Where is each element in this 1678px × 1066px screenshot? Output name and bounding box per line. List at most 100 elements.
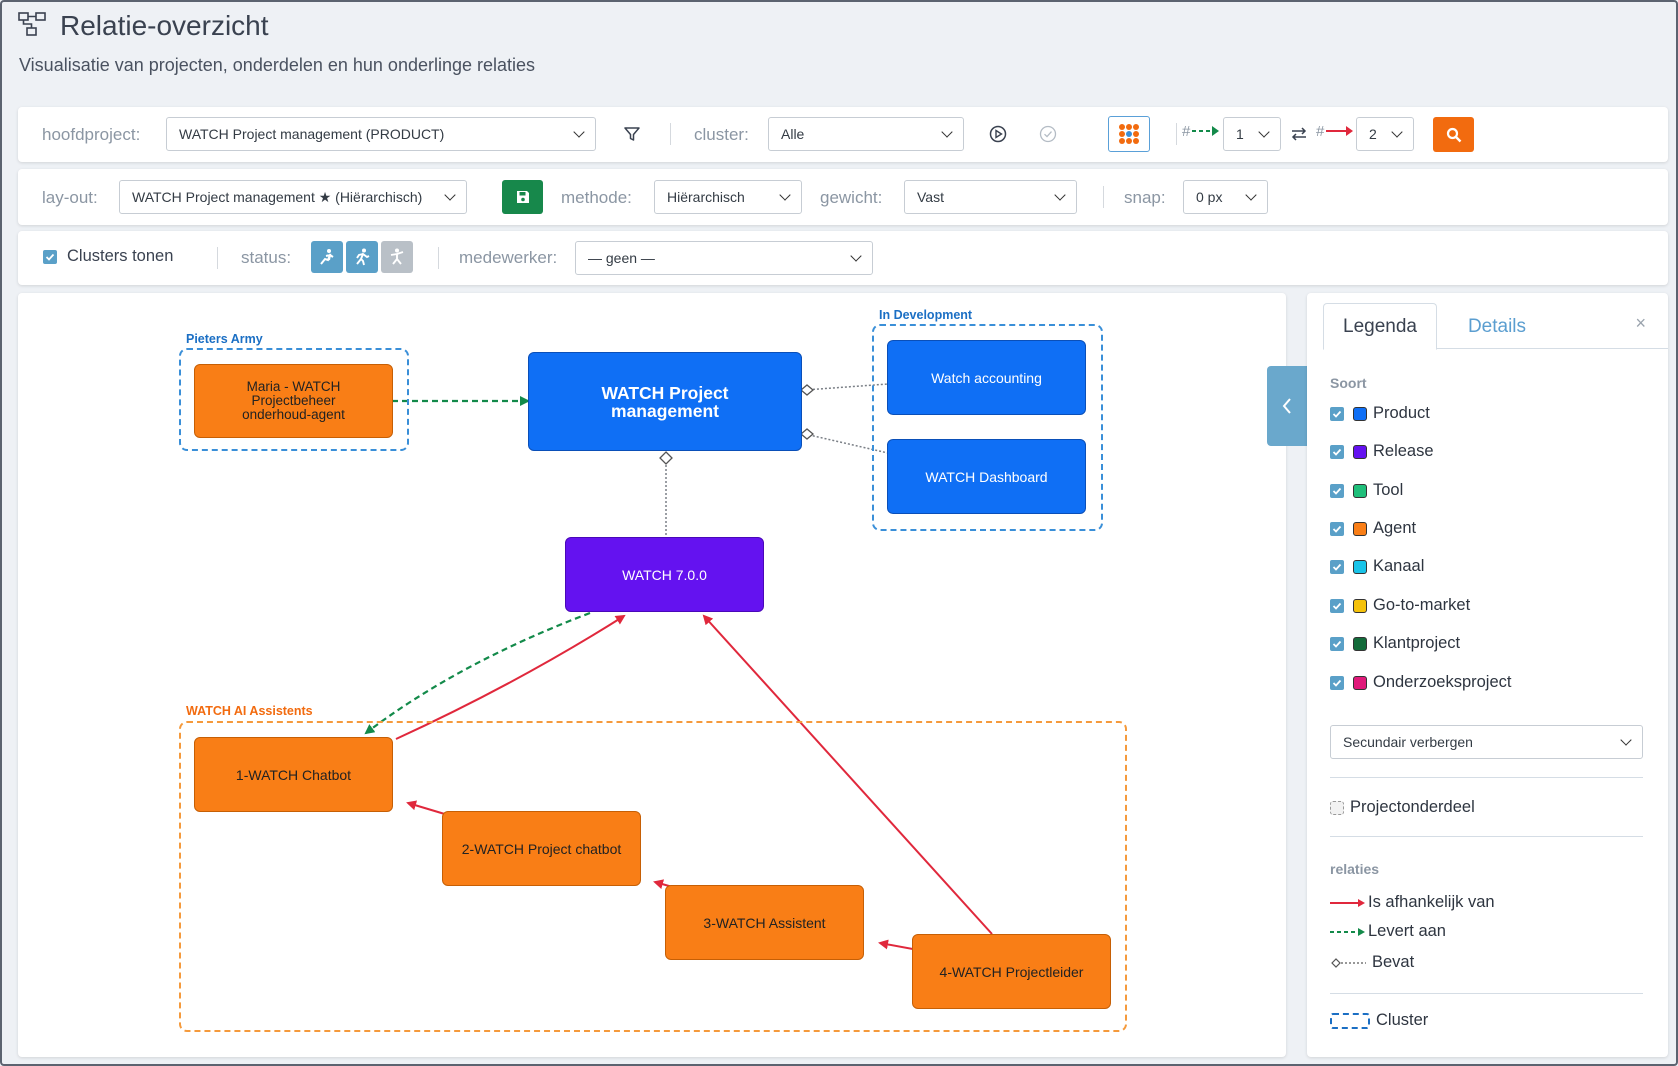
legend-checkbox[interactable]: [1330, 406, 1344, 421]
chevron-down-icon: [573, 126, 585, 138]
save-layout-button[interactable]: [502, 180, 543, 214]
medewerker-select[interactable]: — geen —: [575, 241, 873, 275]
node-watch-700-release[interactable]: WATCH 7.0.0: [565, 537, 764, 612]
checkmark-icon: [1332, 410, 1342, 418]
node-watch-chatbot[interactable]: 1-WATCH Chatbot: [194, 737, 393, 812]
legend-checkbox[interactable]: [1330, 444, 1344, 459]
legend-rel-levert: Levert aan: [1330, 922, 1446, 941]
play-circle-icon[interactable]: [988, 124, 1008, 144]
graph-canvas[interactable]: Pieters Army In Development WATCH AI Ass…: [18, 293, 1286, 1057]
gewicht-label: gewicht:: [820, 188, 883, 207]
node-watch-project-chatbot[interactable]: 2-WATCH Project chatbot: [442, 811, 641, 886]
chevron-down-icon: [1054, 189, 1066, 201]
cluster-ai-assistents[interactable]: [179, 721, 1127, 1032]
legend-item-tool[interactable]: Tool: [1330, 481, 1403, 500]
legend-cluster: Cluster: [1330, 1011, 1428, 1030]
legend-item-go-to-market[interactable]: Go-to-market: [1330, 596, 1470, 615]
projectonderdeel-swatch: [1330, 800, 1344, 815]
hoofdproject-label: hoofdproject:: [42, 125, 141, 144]
snap-value: 0 px: [1196, 189, 1223, 205]
grid-view-button[interactable]: [1108, 116, 1150, 152]
layout-value: WATCH Project management ★ (Hiërarchisch…: [132, 188, 423, 205]
afhankelijk-depth-select[interactable]: 2: [1356, 117, 1414, 151]
edge-afh-chatbot-release: [395, 614, 626, 740]
edge-levert-release-chatbot: [364, 611, 591, 735]
legend-label: Klantproject: [1373, 634, 1461, 652]
cluster-pieters-army[interactable]: [179, 348, 409, 451]
levert-line-icon: [1330, 927, 1365, 936]
swatch-release: [1353, 444, 1367, 459]
afhankelijk-depth-prefix: #: [1316, 123, 1325, 140]
node-watch-assistent[interactable]: 3-WATCH Assistent: [665, 885, 864, 960]
checkmark-icon: [1332, 525, 1342, 533]
legend-label: Cluster: [1376, 1011, 1429, 1029]
node-watch-projectleider[interactable]: 4-WATCH Projectleider: [912, 934, 1111, 1009]
search-button[interactable]: [1433, 117, 1474, 152]
separator: [1176, 123, 1177, 145]
node-watch-accounting[interactable]: Watch accounting: [887, 340, 1086, 415]
clusters-label: Clusters tonen: [67, 247, 174, 265]
cluster-in-development[interactable]: [872, 324, 1103, 531]
toolbar-filters: Clusters tonen status: medewerker: — gee…: [18, 231, 1668, 285]
diamond-bevat-dashboard: [799, 428, 815, 440]
tab-legenda[interactable]: Legenda: [1323, 303, 1437, 350]
levert-aan-arrow-icon: [1192, 124, 1220, 143]
status-done-button[interactable]: [381, 241, 413, 273]
chevron-down-icon: [850, 250, 862, 262]
swatch-agent: [1353, 521, 1367, 536]
layout-select[interactable]: WATCH Project management ★ (Hiërarchisch…: [119, 180, 467, 214]
page-subtitle: Visualisatie van projecten, onderdelen e…: [19, 55, 536, 75]
swatch-go-to-market: [1353, 598, 1367, 613]
cluster-select[interactable]: Alle: [768, 117, 964, 151]
legend-label: Is afhankelijk van: [1368, 893, 1495, 911]
clusters-checkbox[interactable]: [43, 250, 57, 264]
close-icon[interactable]: ×: [1635, 313, 1646, 333]
tab-details[interactable]: Details: [1467, 315, 1527, 337]
methode-select[interactable]: Hiërarchisch: [654, 180, 802, 214]
legend-checkbox[interactable]: [1330, 636, 1344, 651]
afhankelijk-depth-value: 2: [1369, 126, 1377, 142]
legend-checkbox[interactable]: [1330, 483, 1344, 498]
levert-depth-select[interactable]: 1: [1223, 117, 1281, 151]
node-watch-project-management[interactable]: WATCH Project management: [528, 352, 802, 451]
swatch-product: [1353, 406, 1367, 421]
cluster-label-pieters-army: Pieters Army: [186, 332, 263, 346]
node-maria-agent[interactable]: Maria - WATCH Projectbeheer onderhoud-ag…: [194, 364, 393, 438]
legend-item-onderzoeksproject[interactable]: Onderzoeksproject: [1330, 673, 1512, 692]
legend-item-release[interactable]: Release: [1330, 442, 1434, 461]
diamond-bevat-accounting: [799, 384, 815, 396]
cluster-value: Alle: [781, 126, 805, 142]
grid-dots-icon: [1119, 124, 1139, 144]
status-active-button[interactable]: [346, 241, 378, 273]
cluster-label-ai-assistents: WATCH AI Assistents: [186, 704, 313, 718]
hoofdproject-select[interactable]: WATCH Project management (PRODUCT): [166, 117, 596, 151]
legend-checkbox[interactable]: [1330, 521, 1344, 536]
secundair-select[interactable]: Secundair verbergen: [1330, 725, 1643, 759]
gewicht-select[interactable]: Vast: [904, 180, 1077, 214]
filter-icon[interactable]: [622, 124, 642, 144]
snap-label: snap:: [1124, 188, 1166, 207]
checkmark-icon: [1332, 487, 1342, 495]
swap-icon[interactable]: [1289, 124, 1309, 144]
legend-checkbox[interactable]: [1330, 675, 1344, 690]
legend-label: Go-to-market: [1373, 596, 1471, 614]
status-todo-button[interactable]: [311, 241, 343, 273]
snap-select[interactable]: 0 px: [1183, 180, 1268, 214]
edge-bevat-main-accounting: [804, 383, 889, 391]
afhankelijk-arrow-icon: [1326, 124, 1354, 143]
legend-label: Kanaal: [1373, 557, 1425, 575]
swatch-kanaal: [1353, 559, 1367, 574]
legend-item-product[interactable]: Product: [1330, 404, 1430, 423]
panel-collapse-button[interactable]: [1267, 366, 1307, 446]
check-circle-icon[interactable]: [1038, 124, 1058, 144]
soort-title: Soort: [1330, 375, 1367, 391]
legend-item-klantproject[interactable]: Klantproject: [1330, 634, 1460, 653]
legend-item-kanaal[interactable]: Kanaal: [1330, 557, 1424, 576]
legend-checkbox[interactable]: [1330, 598, 1344, 613]
cluster-label: cluster:: [694, 125, 749, 144]
legend-checkbox[interactable]: [1330, 559, 1344, 574]
legend-label: Tool: [1373, 481, 1404, 499]
legend-item-agent[interactable]: Agent: [1330, 519, 1416, 538]
runner-start-icon: [320, 249, 334, 265]
node-watch-dashboard[interactable]: WATCH Dashboard: [887, 439, 1086, 514]
